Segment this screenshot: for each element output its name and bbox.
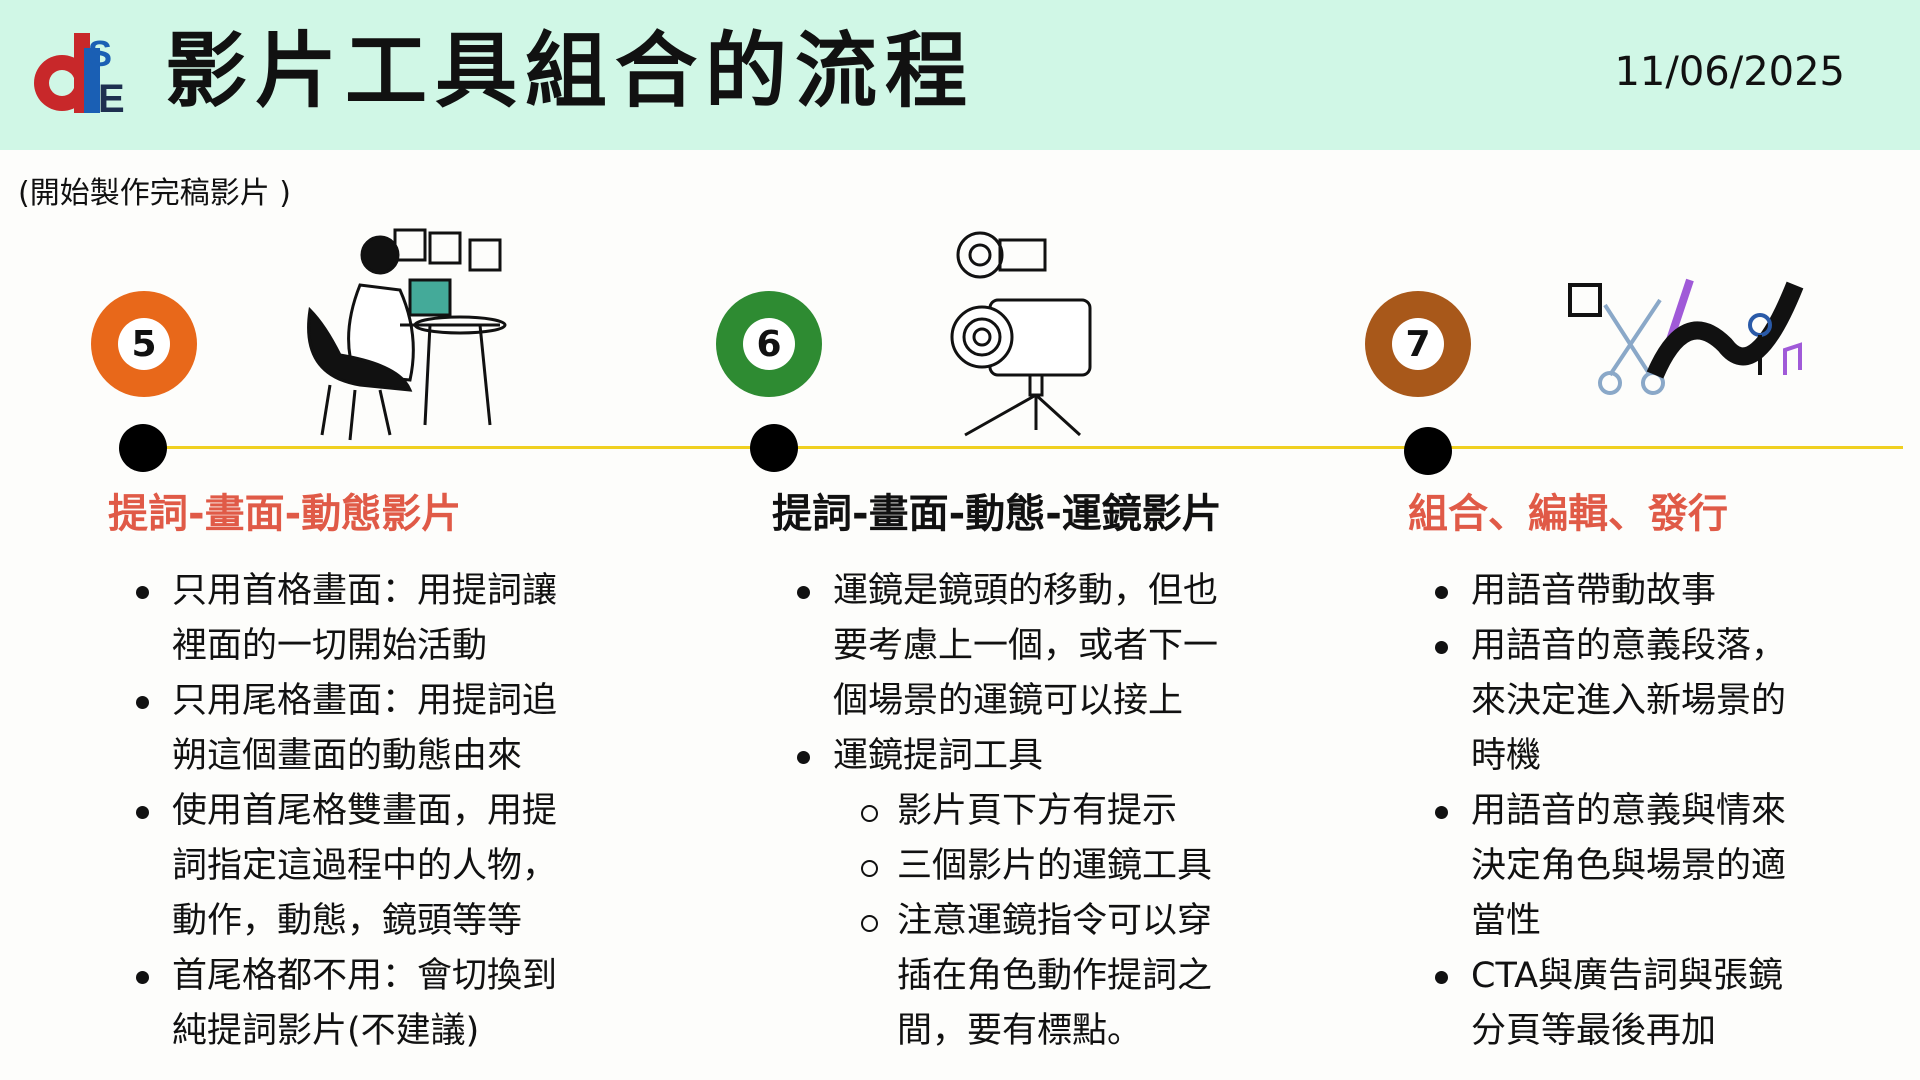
- bullet-line: 用語音帶動故事: [1435, 564, 1786, 619]
- sub-bullet-line: 插在角色動作提詞之: [897, 956, 1213, 996]
- bullet-line: 時機: [1471, 736, 1542, 776]
- dse-logo: S E: [34, 33, 125, 118]
- video-camera-illustration: [950, 231, 1092, 437]
- step-6-ball: 6: [716, 291, 822, 397]
- bullet-line: 來決定進入新場景的: [1471, 681, 1787, 721]
- editing-tools-illustration: [1568, 278, 1804, 395]
- page-title: 影片工具組合的流程: [165, 24, 976, 119]
- step-6-heading: 提詞-畫面-動態-運鏡影片: [772, 491, 1222, 537]
- step-5-heading: 提詞-畫面-動態影片: [108, 491, 462, 537]
- bullet-line: 只用尾格畫面：用提詞追: [136, 674, 557, 729]
- subtitle: (開始製作完稿影片 ): [18, 176, 291, 211]
- person-at-desk-illustration: [307, 228, 507, 441]
- bullet-line: 動作，動態，鏡頭等等: [172, 901, 523, 941]
- step-number: 6: [743, 318, 795, 370]
- timeline-dot-5: [119, 424, 167, 472]
- sub-bullet-line: 注意運鏡指令可以穿: [797, 894, 1218, 949]
- bullet-line: 首尾格都不用：會切換到: [136, 949, 557, 1004]
- header-band: S E 影片工具組合的流程 11/06/2025: [0, 0, 1920, 150]
- timeline-line: [143, 446, 1903, 449]
- svg-text:E: E: [98, 77, 125, 118]
- bullet-line: 決定角色與場景的適: [1471, 846, 1787, 886]
- step-7-heading: 組合、編輯、發行: [1408, 491, 1728, 537]
- date-label: 11/06/2025: [1614, 49, 1845, 95]
- bullet-line: 朔這個畫面的動態由來: [172, 736, 523, 776]
- bullet-line: 用語音的意義段落，: [1435, 619, 1786, 674]
- bullet-line: 裡面的一切開始活動: [172, 626, 488, 666]
- bullet-line: 當性: [1471, 901, 1542, 941]
- step-7-list: 用語音帶動故事用語音的意義段落， 來決定進入新場景的時機用語音的意義與情來決定角色…: [1435, 564, 1786, 1059]
- sub-bullet-line: 三個影片的運鏡工具: [797, 839, 1218, 894]
- bullet-line: 分頁等最後再加: [1471, 1011, 1717, 1051]
- step-5-ball: 5: [91, 291, 197, 397]
- bullet-line: 個場景的運鏡可以接上: [833, 681, 1184, 721]
- step-6-list: 運鏡是鏡頭的移動，但也要考慮上一個，或者下一個場景的運鏡可以接上運鏡提詞工具影片…: [797, 564, 1218, 1059]
- bullet-line: 使用首尾格雙畫面，用提: [136, 784, 557, 839]
- step-number: 5: [118, 318, 170, 370]
- bullet-line: CTA與廣告詞與張鏡: [1435, 949, 1786, 1004]
- step-number: 7: [1392, 318, 1444, 370]
- bullet-line: 運鏡提詞工具: [797, 729, 1218, 784]
- bullet-line: 用語音的意義與情來: [1435, 784, 1786, 839]
- sub-bullet-line: 間，要有標點。: [897, 1011, 1143, 1051]
- bullet-line: 要考慮上一個，或者下一: [833, 626, 1219, 666]
- svg-text:S: S: [88, 33, 112, 74]
- timeline-dot-7: [1404, 427, 1452, 475]
- bullet-line: 運鏡是鏡頭的移動，但也: [797, 564, 1218, 619]
- step-7-ball: 7: [1365, 291, 1471, 397]
- step-5-list: 只用首格畫面：用提詞讓裡面的一切開始活動只用尾格畫面：用提詞追朔這個畫面的動態由…: [136, 564, 557, 1059]
- bullet-line: 詞指定這過程中的人物，: [172, 846, 558, 886]
- bullet-line: 純提詞影片(不建議): [172, 1011, 480, 1051]
- sub-bullet-line: 影片頁下方有提示: [797, 784, 1218, 839]
- bullet-line: 只用首格畫面：用提詞讓: [136, 564, 557, 619]
- timeline-dot-6: [750, 424, 798, 472]
